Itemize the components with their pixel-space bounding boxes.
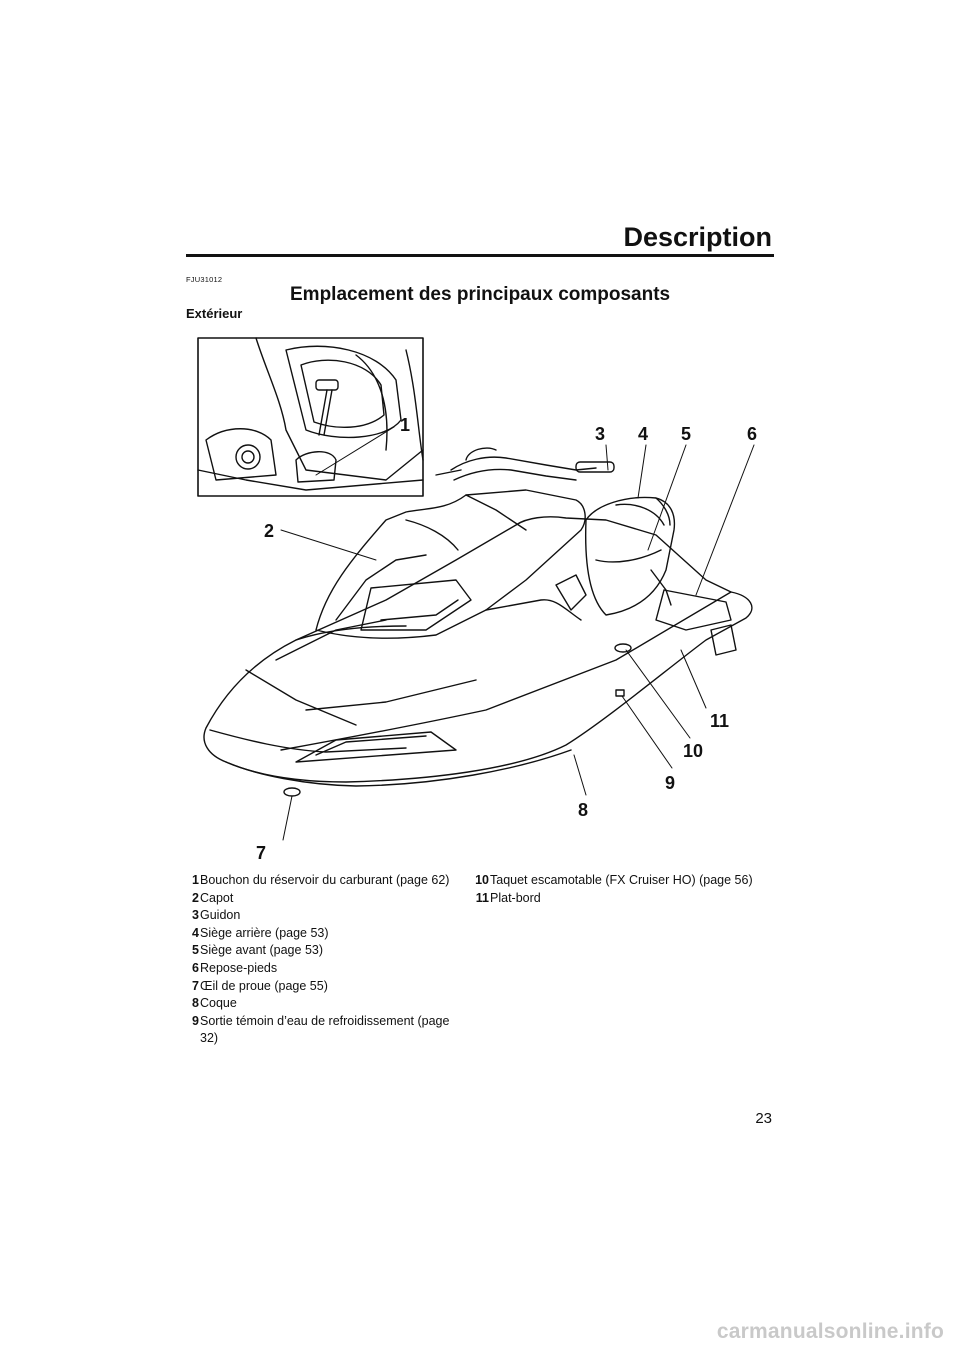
legend-text: Siège arrière (page 53) [200,925,329,943]
section-title: Emplacement des principaux composants [290,284,670,306]
legend-text: Capot [200,890,233,908]
header-rule [186,254,774,257]
callout-1: 1 [400,415,410,435]
legend-number: 10 [472,872,490,890]
callout-4: 4 [638,424,648,444]
page-number: 23 [755,1110,772,1127]
legend-text: Œil de proue (page 55) [200,978,328,996]
legend-item: 7 Œil de proue (page 55) [199,978,459,996]
legend-item: 6 Repose-pieds [199,960,459,978]
callout-11: 11 [710,711,729,731]
legend-text: Repose-pieds [200,960,277,978]
legend-text: Bouchon du réservoir du carburant (page … [200,872,449,890]
callout-5: 5 [681,424,691,444]
legend-number: 7 [184,978,200,996]
legend-text: Siège avant (page 53) [200,942,323,960]
legend-number: 11 [472,890,490,908]
cooling-water-outlet-part [616,690,624,696]
legend-item: 3 Guidon [199,907,459,925]
legend-text: Taquet escamotable (FX Cruiser HO) (page… [490,872,753,890]
inset-detail-fuel-cap [198,338,423,496]
legend-number: 5 [184,942,200,960]
cleat-part [615,644,631,652]
handlebar-outline [436,448,614,480]
legend-item: 8 Coque [199,995,459,1013]
seat-outline [556,497,674,615]
page-header-title: Description [623,222,772,253]
legend-number: 1 [184,872,200,890]
legend-item: 11 Plat-bord [489,890,769,908]
footrest-outline [656,590,736,655]
legend-text: Plat-bord [490,890,541,908]
legend-text: Sortie témoin d’eau de refroidissement (… [200,1013,459,1048]
legend-text: Guidon [200,907,240,925]
legend-number: 9 [184,1013,200,1048]
legend-item: 4 Siège arrière (page 53) [199,925,459,943]
legend-number: 6 [184,960,200,978]
callout-3: 3 [595,424,605,444]
legend-item: 10 Taquet escamotable (FX Cruiser HO) (p… [489,872,769,890]
legend-left-column: 1 Bouchon du réservoir du carburant (pag… [199,872,459,1048]
callout-10: 10 [683,741,703,761]
callout-6: 6 [747,424,757,444]
callout-7: 7 [256,843,266,860]
legend-item: 9 Sortie témoin d’eau de refroidissement… [199,1013,459,1048]
legend-item: 5 Siège avant (page 53) [199,942,459,960]
callout-2: 2 [264,521,274,541]
legend-text: Coque [200,995,237,1013]
legend-number: 8 [184,995,200,1013]
legend-item: 1 Bouchon du réservoir du carburant (pag… [199,872,459,890]
subsection-title: Extérieur [186,306,242,321]
legend-item: 2 Capot [199,890,459,908]
legend-number: 4 [184,925,200,943]
document-code: FJU31012 [186,275,222,284]
watercraft-illustration: 1 2 3 4 5 6 7 8 9 10 11 [186,330,774,860]
hull-outline [204,517,752,786]
bow-eye-part [284,788,300,796]
legend-right-column: 10 Taquet escamotable (FX Cruiser HO) (p… [489,872,769,907]
watermark: carmanualsonline.info [717,1320,944,1344]
callout-9: 9 [665,773,675,793]
legend-number: 3 [184,907,200,925]
legend-number: 2 [184,890,200,908]
hood-outline [316,490,585,638]
callout-8: 8 [578,800,588,820]
